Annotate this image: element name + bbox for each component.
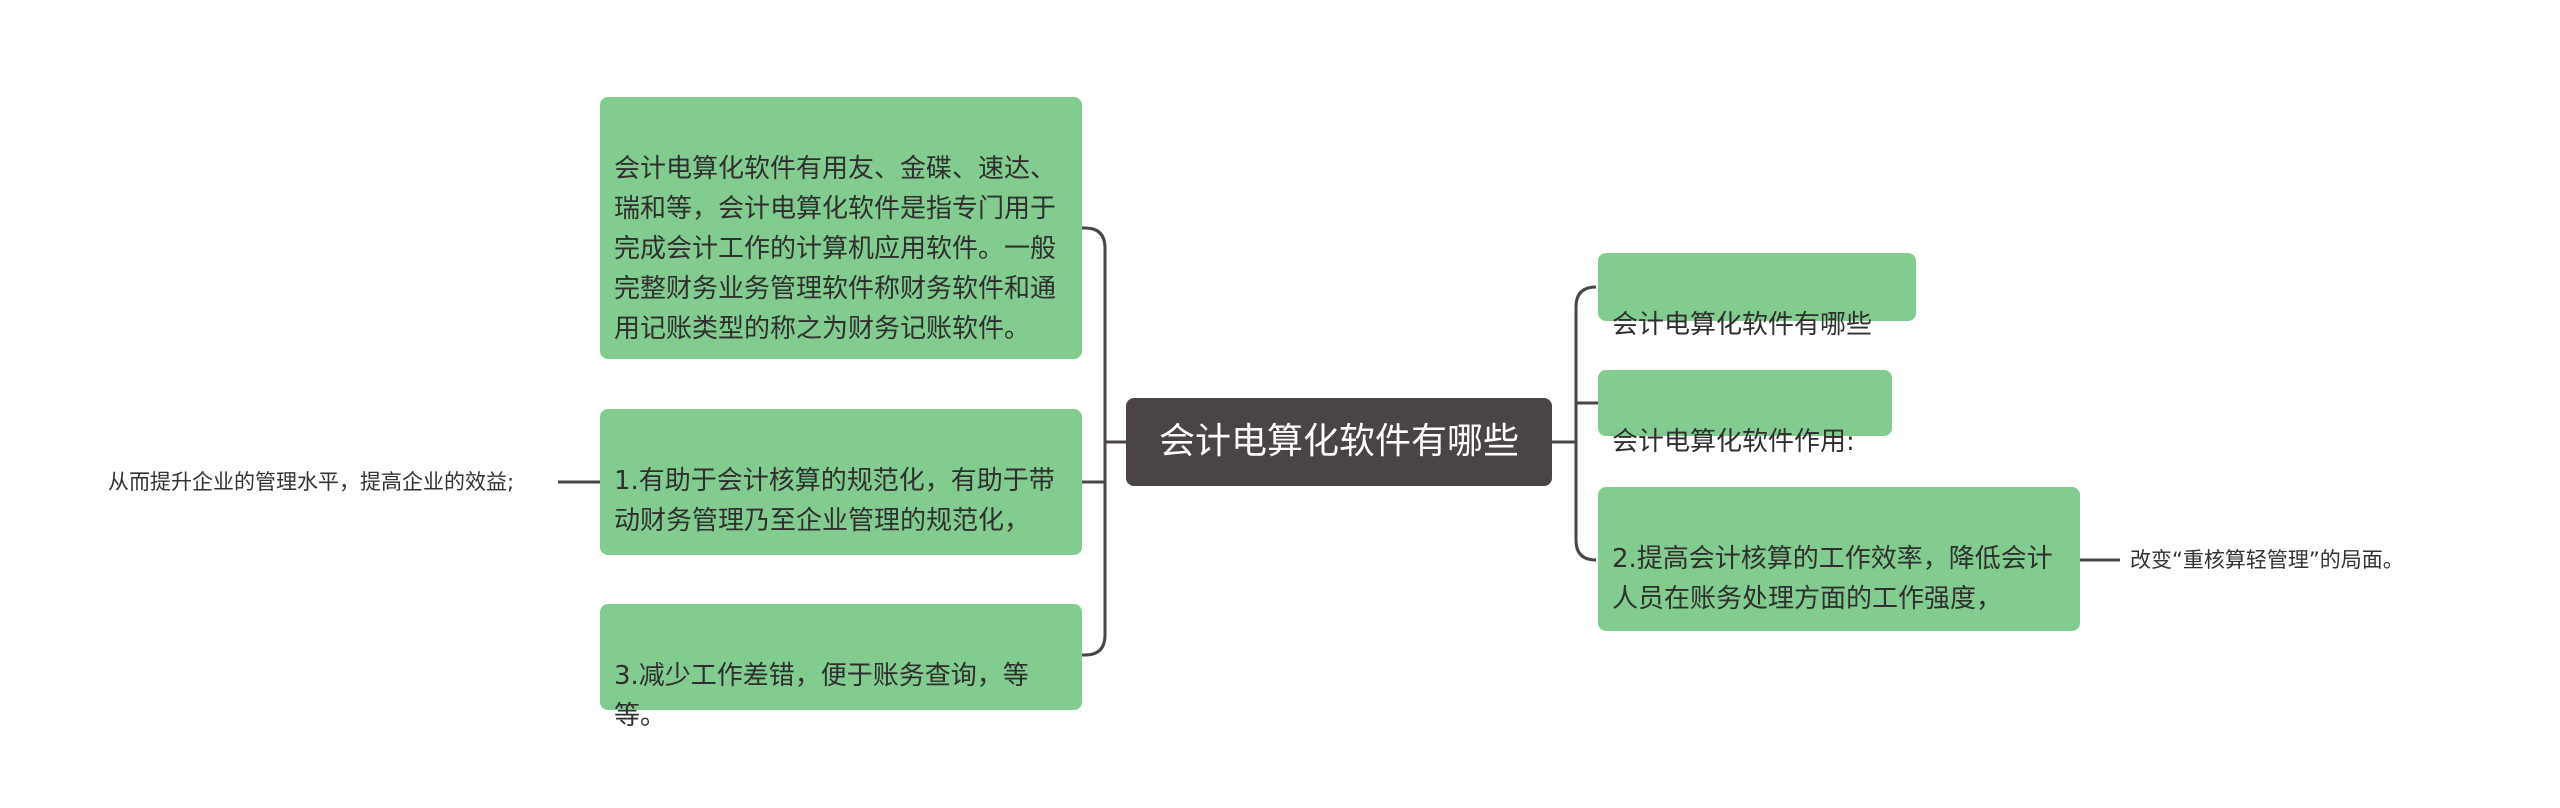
right-node-which-software[interactable]: 会计电算化软件有哪些 xyxy=(1598,253,1916,340)
right-node-which-software-text: 会计电算化软件有哪些 xyxy=(1612,310,1873,340)
left-node-definition-text: 会计电算化软件有用友、金碟、速达、瑞和等，会计电算化软件是指专门用于完成会计工作… xyxy=(614,154,1057,344)
central-topic[interactable]: 会计电算化软件有哪些 xyxy=(1126,398,1552,486)
left-node-standardization-text: 1.有助于会计核算的规范化，有助于带动财务管理乃至企业管理的规范化， xyxy=(614,466,1055,536)
left-node-standardization[interactable]: 1.有助于会计核算的规范化，有助于带动财务管理乃至企业管理的规范化， xyxy=(600,409,1082,555)
right-child-change-pattern-text: 改变“重核算轻管理”的局面。 xyxy=(2130,548,2404,572)
central-topic-label: 会计电算化软件有哪些 xyxy=(1158,421,1519,462)
connector-right-trunk xyxy=(1574,285,1597,562)
left-child-management-level[interactable]: 从而提升企业的管理水平，提高企业的效益; xyxy=(108,467,514,497)
left-node-definition[interactable]: 会计电算化软件有用友、金碟、速达、瑞和等，会计电算化软件是指专门用于完成会计工作… xyxy=(600,97,1082,359)
right-child-change-pattern[interactable]: 改变“重核算轻管理”的局面。 xyxy=(2130,545,2404,575)
left-node-reduce-errors[interactable]: 3.减少工作差错，便于账务查询，等等。 xyxy=(600,604,1082,731)
right-node-efficiency[interactable]: 2.提高会计核算的工作效率，降低会计人员在账务处理方面的工作强度， xyxy=(1598,487,2080,631)
left-child-management-level-text: 从而提升企业的管理水平，提高企业的效益; xyxy=(108,470,515,494)
left-node-reduce-errors-text: 3.减少工作差错，便于账务查询，等等。 xyxy=(614,661,1029,731)
right-node-efficiency-text: 2.提高会计核算的工作效率，降低会计人员在账务处理方面的工作强度， xyxy=(1612,544,2053,614)
connector-left-trunk xyxy=(1084,226,1107,657)
right-node-software-function[interactable]: 会计电算化软件作用: xyxy=(1598,370,1892,457)
right-node-software-function-text: 会计电算化软件作用: xyxy=(1612,427,1855,457)
